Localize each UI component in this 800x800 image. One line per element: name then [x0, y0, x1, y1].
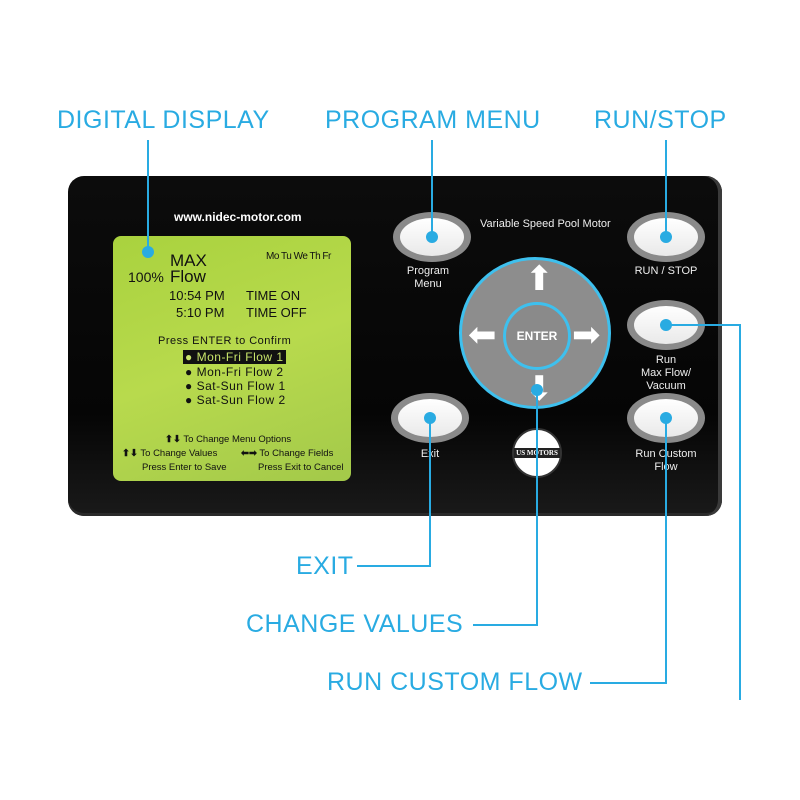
callout-dot — [660, 319, 672, 331]
exit-callout-line — [357, 418, 431, 567]
callout-dot — [660, 412, 672, 424]
callout-dot — [426, 231, 438, 243]
confirm-prompt: Press ENTER to Confirm — [158, 335, 292, 347]
callout-dot — [660, 231, 672, 243]
up-down-arrows-icon: ⬆⬇ — [122, 448, 138, 459]
menu-option[interactable]: ● Mon-Fri Flow 2 — [185, 365, 284, 379]
time-off-value: 5:10 PM — [176, 305, 225, 320]
help-save: Press Enter to Save — [142, 462, 227, 473]
help-change-fields: ⬅➡ To Change Fields — [241, 448, 333, 459]
website-url: www.nidec-motor.com — [174, 210, 302, 224]
callout-digital-display: DIGITAL DISPLAY — [57, 106, 270, 134]
help-change-values: ⬆⬇ To Change Values — [122, 448, 217, 459]
callout-run-custom-flow: RUN CUSTOM FLOW — [327, 668, 583, 696]
display-flow: Flow — [170, 267, 206, 286]
help-text: To Change Fields — [259, 448, 334, 459]
display-days: Mo Tu We Th Fr — [266, 251, 331, 262]
time-on-value: 10:54 PM — [169, 288, 225, 303]
menu-option[interactable]: ● Sat-Sun Flow 1 — [185, 379, 286, 393]
help-text: To Change Values — [140, 448, 218, 459]
help-menu-options: ⬆⬇ To Change Menu Options — [165, 434, 291, 445]
up-down-arrows-icon: ⬆⬇ — [165, 434, 181, 445]
callout-dot — [424, 412, 436, 424]
menu-option[interactable]: ● Sat-Sun Flow 2 — [185, 393, 286, 407]
model-name: Variable Speed Pool Motor — [480, 218, 611, 230]
custom-flow-callout-line — [590, 418, 667, 684]
left-arrow-button[interactable]: ⬅ — [468, 316, 497, 354]
callout-exit: EXIT — [296, 552, 354, 580]
enter-button[interactable]: ENTER — [503, 302, 571, 370]
run-stop-label: RUN / STOP — [634, 265, 698, 277]
up-arrow-button[interactable]: ⬆ — [525, 260, 554, 298]
callout-dot — [531, 384, 543, 396]
option-label: Mon-Fri Flow 2 — [196, 365, 284, 379]
time-off-label: TIME OFF — [246, 305, 307, 320]
option-label: Mon-Fri Flow 1 — [196, 350, 284, 364]
callout-program-menu: PROGRAM MENU — [325, 106, 541, 134]
time-on-label: TIME ON — [246, 288, 301, 303]
max-flow-callout-line — [666, 324, 741, 700]
help-text: To Change Menu Options — [183, 434, 292, 445]
left-right-arrows-icon: ⬅➡ — [241, 448, 257, 459]
right-arrow-button[interactable]: ➡ — [572, 316, 601, 354]
callout-change-values: CHANGE VALUES — [246, 610, 464, 638]
digital-display: MAX 100% Flow Mo Tu We Th Fr 10:54 PM TI… — [113, 236, 351, 481]
callout-dot — [142, 246, 154, 258]
menu-option-selected[interactable]: ● Mon-Fri Flow 1 — [183, 350, 286, 364]
change-values-callout-line — [473, 388, 538, 626]
option-label: Sat-Sun Flow 1 — [196, 379, 286, 393]
option-label: Sat-Sun Flow 2 — [196, 393, 286, 407]
display-percent: 100% — [128, 269, 164, 285]
display-mode: MAX — [170, 251, 207, 270]
help-cancel: Press Exit to Cancel — [258, 462, 344, 473]
callout-run-stop: RUN/STOP — [594, 106, 727, 134]
direction-pad — [459, 257, 611, 409]
